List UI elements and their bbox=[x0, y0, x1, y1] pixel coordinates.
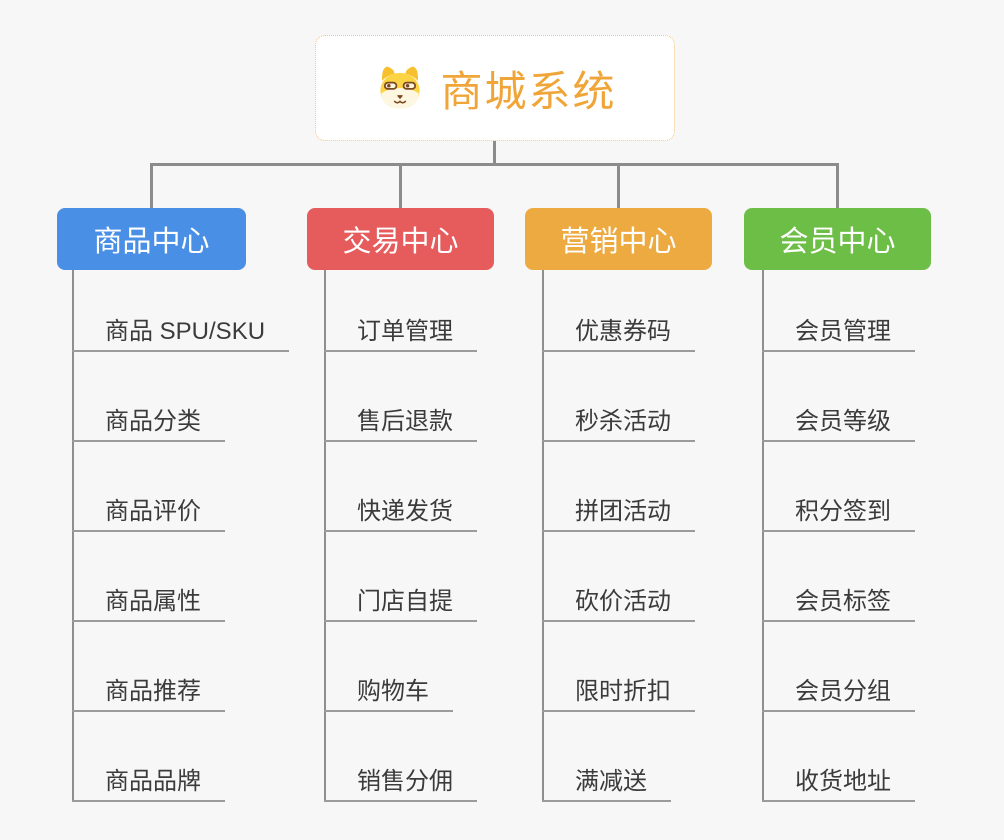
connector-bus bbox=[150, 163, 839, 166]
branch-spine-4 bbox=[762, 270, 764, 802]
connector-drop-2 bbox=[399, 164, 402, 209]
leaf-node[interactable]: 商品推荐 bbox=[72, 674, 225, 712]
leaf-node[interactable]: 商品评价 bbox=[72, 494, 225, 532]
leaf-node[interactable]: 商品 SPU/SKU bbox=[72, 314, 290, 352]
leaf-node[interactable]: 售后退款 bbox=[324, 404, 477, 442]
root-node-mall-system[interactable]: 商城系统 bbox=[315, 35, 675, 141]
leaf-node[interactable]: 商品品牌 bbox=[72, 764, 225, 802]
leaf-node[interactable]: 优惠券码 bbox=[542, 314, 695, 352]
leaf-node[interactable]: 销售分佣 bbox=[324, 764, 477, 802]
leaf-column-member-center: 会员管理 会员等级 积分签到 会员标签 会员分组 收货地址 bbox=[762, 270, 915, 802]
leaf-node[interactable]: 拼团活动 bbox=[542, 494, 695, 532]
leaf-node[interactable]: 门店自提 bbox=[324, 584, 477, 622]
root-node-title: 商城系统 bbox=[440, 67, 617, 115]
leaf-node[interactable]: 会员管理 bbox=[762, 314, 915, 352]
branch-node-member-center[interactable]: 会员中心 bbox=[744, 208, 931, 270]
leaf-node[interactable]: 会员等级 bbox=[762, 404, 915, 442]
connector-root-stub bbox=[493, 141, 496, 164]
branch-spine-3 bbox=[542, 270, 544, 802]
leaf-node[interactable]: 积分签到 bbox=[762, 494, 915, 532]
leaf-node[interactable]: 会员分组 bbox=[762, 674, 915, 712]
branch-node-trade-center[interactable]: 交易中心 bbox=[307, 208, 494, 270]
branch-spine-2 bbox=[324, 270, 326, 802]
leaf-node[interactable]: 收货地址 bbox=[762, 764, 915, 802]
leaf-node[interactable]: 订单管理 bbox=[324, 314, 477, 352]
leaf-node[interactable]: 会员标签 bbox=[762, 584, 915, 622]
dog-face-icon bbox=[380, 66, 421, 109]
branch-node-product-center[interactable]: 商品中心 bbox=[57, 208, 246, 270]
leaf-column-trade-center: 订单管理 售后退款 快递发货 门店自提 购物车 销售分佣 bbox=[324, 270, 477, 802]
leaf-node[interactable]: 秒杀活动 bbox=[542, 404, 695, 442]
leaf-node[interactable]: 购物车 bbox=[324, 674, 453, 712]
leaf-node[interactable]: 限时折扣 bbox=[542, 674, 695, 712]
connector-drop-3 bbox=[617, 164, 620, 209]
leaf-node[interactable]: 满减送 bbox=[542, 764, 671, 802]
leaf-node[interactable]: 商品属性 bbox=[72, 584, 225, 622]
leaf-column-product-center: 商品 SPU/SKU 商品分类 商品评价 商品属性 商品推荐 商品品牌 bbox=[72, 270, 290, 802]
branch-spine-1 bbox=[72, 270, 74, 802]
leaf-node[interactable]: 砍价活动 bbox=[542, 584, 695, 622]
connector-drop-4 bbox=[836, 164, 839, 209]
leaf-node[interactable]: 商品分类 bbox=[72, 404, 225, 442]
leaf-column-marketing-center: 优惠券码 秒杀活动 拼团活动 砍价活动 限时折扣 满减送 bbox=[542, 270, 695, 802]
leaf-node[interactable]: 快递发货 bbox=[324, 494, 477, 532]
connector-drop-1 bbox=[150, 164, 153, 209]
branch-node-marketing-center[interactable]: 营销中心 bbox=[525, 208, 712, 270]
